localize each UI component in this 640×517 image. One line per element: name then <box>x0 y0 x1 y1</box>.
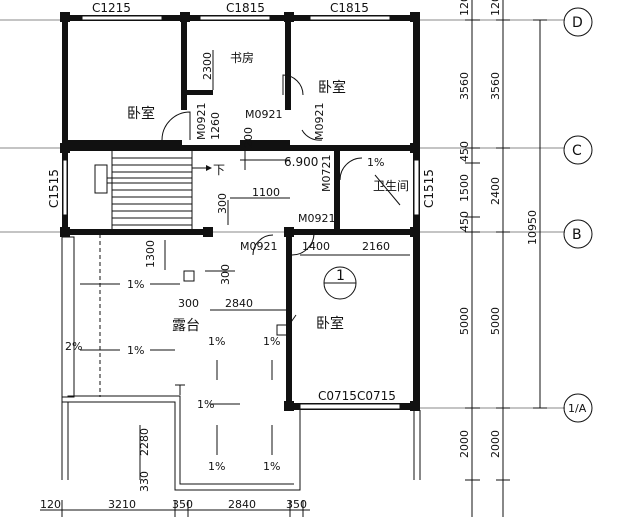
slope-bath: 1% <box>367 156 384 169</box>
dim-door-offset: 1260 <box>209 112 222 140</box>
stair-direction-label: 下 <box>213 163 225 177</box>
slope-b3: 1% <box>197 398 214 411</box>
dim-balcony-330: 330 <box>138 471 151 492</box>
slope-b1: 1% <box>208 335 225 348</box>
dim-hall-2160: 2160 <box>362 240 390 253</box>
terrace-outline <box>61 234 421 491</box>
dim-bottom-3: 350 <box>172 498 193 511</box>
door-label-corridor: M0921 <box>298 212 336 225</box>
slope-b4: 1% <box>208 460 225 473</box>
slope-terrace-1: 1% <box>127 278 144 291</box>
window-label-top-left: C1215 <box>92 1 131 15</box>
dim-right-top-b: 120 <box>489 0 502 16</box>
dim-bottom-2: 3210 <box>108 498 136 511</box>
window-label-top-mid: C1815 <box>226 1 265 15</box>
detail-marker-number: 1 <box>336 268 345 284</box>
room-label-study: 书房 <box>230 50 254 65</box>
slope-terrace-2: 1% <box>127 344 144 357</box>
window-label-right: C1515 <box>422 169 436 208</box>
dim-right-mid-1: 3560 <box>489 72 502 100</box>
slope-b2: 1% <box>263 335 280 348</box>
dim-bottom-5: 350 <box>286 498 307 511</box>
axis-bubbles <box>563 7 593 423</box>
dim-stair-1300: 1300 <box>144 240 157 268</box>
dim-right-inner-5: 5000 <box>458 307 471 335</box>
room-label-terrace: 露台 <box>172 318 200 334</box>
dim-terrace-w: 2840 <box>225 297 253 310</box>
window-label-top-right: C1815 <box>330 1 369 15</box>
dim-study-h: 2300 <box>201 52 214 80</box>
window-label-bottom-a: C0715 <box>318 389 357 403</box>
slope-b5: 1% <box>263 460 280 473</box>
right-dimension-lines <box>465 0 547 517</box>
dim-right-inner-2: 450 <box>458 141 471 162</box>
axis-label-c: C <box>572 143 582 159</box>
dim-corridor-w: 1100 <box>252 186 280 199</box>
dim-balcony-h: 2280 <box>138 428 151 456</box>
axis-label-d: D <box>572 15 583 31</box>
window-openings <box>62 15 420 410</box>
dim-drain-300b: 300 <box>178 297 199 310</box>
bottom-dimension-line <box>40 500 310 517</box>
dim-drain-300a: 300 <box>219 264 232 285</box>
interior-dimension-lines <box>139 50 410 480</box>
dim-bottom-4: 2840 <box>228 498 256 511</box>
detail-marker <box>323 266 357 300</box>
room-label-bathroom: 卫生间 <box>373 179 409 193</box>
dim-right-mid-4: 2000 <box>489 430 502 458</box>
door-label-study: M0921 <box>245 108 283 121</box>
dim-right-top-a: 120 <box>458 0 471 16</box>
staircase <box>94 151 212 229</box>
door-label-bed-right: M0921 <box>313 103 326 141</box>
dim-right-total: 10950 <box>526 210 539 245</box>
door-label-bed-left: M0921 <box>195 103 208 141</box>
slope-left-edge: 2% <box>65 340 82 353</box>
dim-right-inner-1: 3560 <box>458 72 471 100</box>
dim-right-inner-4: 450 <box>458 211 471 232</box>
slope-arrows <box>80 174 401 455</box>
dim-gap-200: 200 <box>242 127 255 148</box>
door-swings <box>161 74 363 256</box>
window-label-left: C1515 <box>47 169 61 208</box>
dim-stair-300: 300 <box>216 193 229 214</box>
door-label-bath: M0721 <box>320 155 333 193</box>
window-label-bottom-b: C0715 <box>357 389 396 403</box>
dim-right-inner-6: 2000 <box>458 430 471 458</box>
door-label-stair: M0921 <box>240 240 278 253</box>
dim-hall-1400: 1400 <box>302 240 330 253</box>
room-label-bedroom-nw: 卧室 <box>127 105 155 122</box>
axis-label-b: B <box>572 227 582 243</box>
room-label-bedroom-ne: 卧室 <box>318 79 346 96</box>
dim-right-inner-3: 1500 <box>458 174 471 202</box>
dim-right-mid-2: 2400 <box>489 177 502 205</box>
dim-right-mid-3: 5000 <box>489 307 502 335</box>
axis-label-1a: 1/A <box>568 402 587 415</box>
elevation-label: 6.900 <box>284 155 318 169</box>
dim-bottom-1: 120 <box>40 498 61 511</box>
room-label-bedroom-se: 卧室 <box>316 315 344 332</box>
